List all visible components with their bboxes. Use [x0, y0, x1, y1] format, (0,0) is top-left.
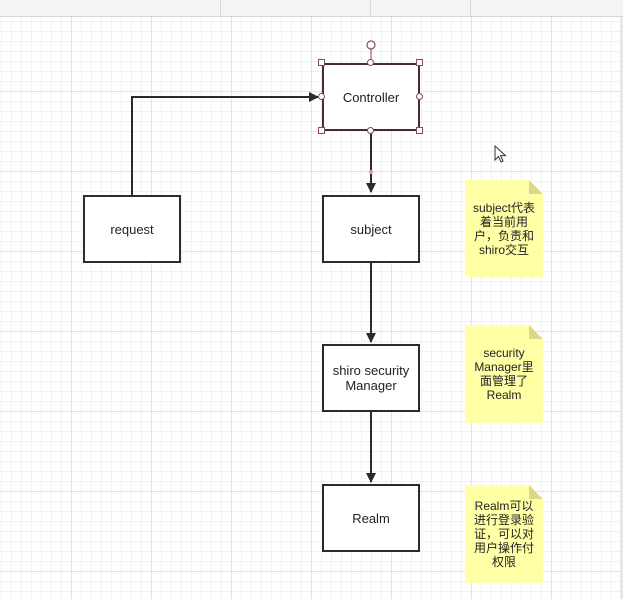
- subject-note[interactable]: subject代表着当前用户，负责和shiro交互: [465, 180, 543, 277]
- security-manager-note[interactable]: security Manager里面管理了Realm: [465, 325, 543, 423]
- realm-note[interactable]: Realm可以进行登录验证，可以对用户操作付权限: [465, 485, 543, 583]
- connect-point-bottom[interactable]: [367, 127, 374, 134]
- edge-request-to-controller[interactable]: [131, 92, 319, 195]
- connect-point-top[interactable]: [367, 59, 374, 66]
- request-node[interactable]: request: [83, 195, 181, 263]
- toolbar-strip: [0, 0, 623, 17]
- security-manager-note-text: security Manager里面管理了Realm: [474, 346, 534, 402]
- realm-note-text: Realm可以进行登录验证，可以对用户操作付权限: [473, 499, 534, 569]
- resize-handle-bottom-left[interactable]: [318, 127, 325, 134]
- mouse-cursor-icon: [494, 145, 507, 163]
- controller-label: Controller: [342, 89, 400, 105]
- resize-handle-bottom-right[interactable]: [416, 127, 423, 134]
- edge-waypoint-marker: [369, 170, 373, 174]
- security-manager-label: shiro securityManager: [332, 363, 410, 393]
- request-label: request: [110, 221, 154, 237]
- subject-note-text: subject代表着当前用户，负责和shiro交互: [472, 200, 536, 257]
- realm-label: Realm: [352, 510, 390, 526]
- connect-point-left[interactable]: [318, 93, 325, 100]
- rotate-handle[interactable]: [366, 40, 376, 50]
- security-manager-node[interactable]: shiro securityManager: [322, 344, 420, 412]
- realm-node[interactable]: Realm: [322, 484, 420, 552]
- controller-node[interactable]: Controller: [322, 63, 420, 131]
- subject-node[interactable]: subject: [322, 195, 420, 263]
- vertical-scrollbar[interactable]: [620, 17, 623, 599]
- resize-handle-top-right[interactable]: [416, 59, 423, 66]
- connect-point-right[interactable]: [416, 93, 423, 100]
- subject-label: subject: [350, 221, 392, 237]
- resize-handle-top-left[interactable]: [318, 59, 325, 66]
